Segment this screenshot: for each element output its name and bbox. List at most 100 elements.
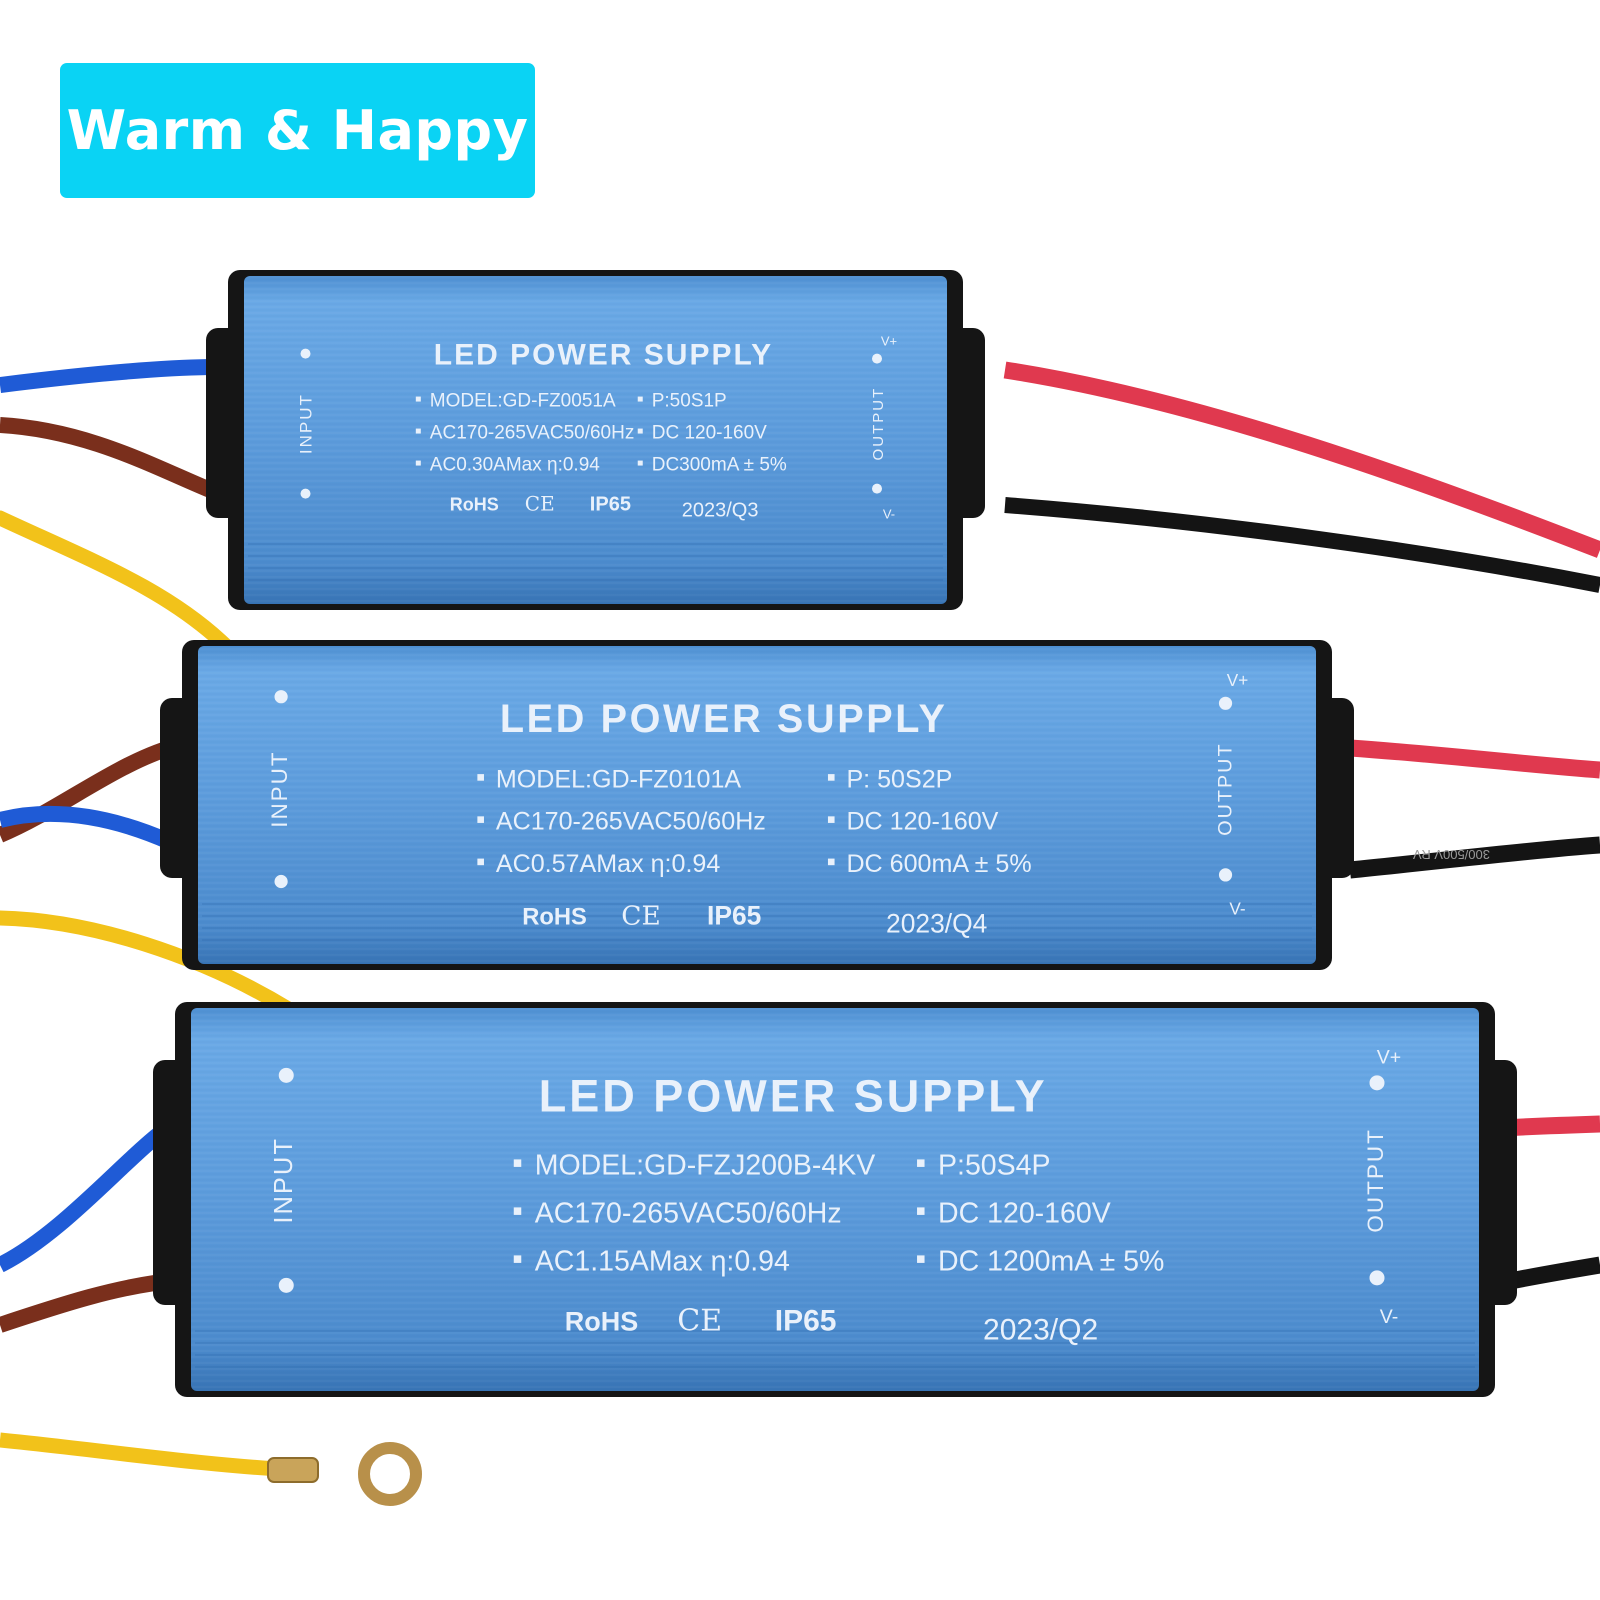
date-code: 2023/Q2 xyxy=(983,1313,1098,1346)
date-code: 2023/Q4 xyxy=(886,909,987,939)
output-label: OUTPUT xyxy=(1215,742,1237,835)
input-spec: AC170-265VAC50/60Hz xyxy=(430,423,635,444)
output-voltage: DC 120-160V xyxy=(938,1197,1111,1229)
driver-2: INPUT OUTPUT V+ V- LED POWER SUPPLY MODEL:GD-… xyxy=(160,640,1354,970)
driver-title: LED POWER SUPPLY xyxy=(539,1070,1048,1121)
v-plus-label: V+ xyxy=(1227,670,1248,690)
blue-wire-middle xyxy=(0,805,174,850)
input-terminal-dot xyxy=(300,488,311,499)
brand-badge: Warm & Happy xyxy=(60,63,535,198)
driver-title: LED POWER SUPPLY xyxy=(434,339,773,372)
v-minus-label: V- xyxy=(883,507,895,522)
input-label: INPUT xyxy=(270,1137,298,1224)
rohs-mark: RoHS xyxy=(565,1306,639,1336)
model: MODEL:GD-FZ0051A xyxy=(430,391,616,412)
current-spec: AC0.30AMax η:0.94 xyxy=(430,455,600,476)
ip65-mark: IP65 xyxy=(590,494,631,516)
spec-bullet xyxy=(917,1255,925,1263)
spec-bullet xyxy=(415,460,421,466)
output-terminal-dot xyxy=(1218,696,1233,710)
blue-wire-top xyxy=(0,359,211,393)
output-current: DC 600mA ± 5% xyxy=(846,850,1031,878)
output-voltage: DC 120-160V xyxy=(652,423,767,444)
output-terminal-dot xyxy=(872,353,882,364)
yellow-wire-middle xyxy=(0,910,298,1018)
spec-bullet xyxy=(513,1255,522,1263)
input-terminal-dot xyxy=(278,1277,294,1293)
input-terminal-dot xyxy=(278,1067,294,1083)
input-label: INPUT xyxy=(267,750,292,827)
cable-print: 300/500V RV xyxy=(1413,847,1490,862)
current-spec: AC1.15AMax η:0.94 xyxy=(535,1245,790,1277)
ip65-mark: IP65 xyxy=(775,1304,837,1337)
wires-layer: 300/500V RV xyxy=(0,359,1600,1506)
input-terminal-dot xyxy=(274,690,288,704)
ce-mark: CE xyxy=(525,492,555,516)
model: MODEL:GD-FZ0101A xyxy=(496,765,742,793)
spec-bullet xyxy=(917,1207,925,1215)
spec-bullet xyxy=(917,1159,925,1167)
spec-bullet xyxy=(477,774,484,781)
rohs-mark: RoHS xyxy=(522,904,587,931)
spec-bullet xyxy=(513,1207,522,1215)
brown-wire-top xyxy=(0,417,218,500)
spec-bullet xyxy=(637,396,643,402)
input-label: INPUT xyxy=(297,393,316,454)
ip65-mark: IP65 xyxy=(707,901,761,931)
model: MODEL:GD-FZJ200B-4KV xyxy=(535,1149,876,1181)
spec-bullet xyxy=(477,858,484,866)
v-minus-label: V- xyxy=(1380,1306,1398,1328)
driver-3: INPUT OUTPUT V+ V- LED POWER SUPPLY MODEL:GD-… xyxy=(153,1002,1517,1397)
spec-bullet xyxy=(513,1159,522,1167)
output-label: OUTPUT xyxy=(870,387,887,461)
spec-bullet xyxy=(827,774,835,781)
brushed-texture xyxy=(198,646,1316,964)
input-terminal-dot xyxy=(300,348,311,359)
date-code: 2023/Q3 xyxy=(682,500,759,522)
ring-terminal-eye xyxy=(358,1442,422,1506)
rohs-mark: RoHS xyxy=(450,495,499,515)
spec-bullet xyxy=(827,816,835,823)
black-wire-top xyxy=(1004,497,1600,593)
spec-bullet xyxy=(637,428,643,434)
spec-bullet xyxy=(415,428,421,434)
red-wire-top xyxy=(1003,361,1600,558)
red-wire-middle xyxy=(1349,739,1600,779)
input-spec: AC170-265VAC50/60Hz xyxy=(496,808,766,836)
brushed-texture xyxy=(191,1008,1479,1391)
spec-bullet xyxy=(415,396,421,402)
v-plus-label: V+ xyxy=(1377,1046,1401,1068)
ring-terminal-crimp xyxy=(267,1457,319,1483)
ce-mark: CE xyxy=(677,1303,722,1338)
output-label: OUTPUT xyxy=(1363,1128,1388,1233)
output-voltage: DC 120-160V xyxy=(846,808,998,836)
yellow-wire-bottom xyxy=(0,1432,296,1478)
output-current: DC300mA ± 5% xyxy=(652,455,787,476)
spec-bullet xyxy=(477,816,484,823)
v-plus-label: V+ xyxy=(881,334,897,349)
yellow-wire-top xyxy=(0,510,238,658)
input-terminal-dot xyxy=(274,874,288,889)
ce-mark: CE xyxy=(621,901,660,932)
input-spec: AC170-265VAC50/60Hz xyxy=(535,1197,842,1229)
spec-bullet xyxy=(637,460,643,466)
spec-bullet xyxy=(827,858,835,866)
driver-title: LED POWER SUPPLY xyxy=(500,697,948,741)
driver-1: INPUT OUTPUT V+ V- LED POWER SUPPLY MODEL:GD-… xyxy=(206,270,985,610)
power-spec: P: 50S2P xyxy=(846,765,952,793)
power-spec: P:50S1P xyxy=(652,391,727,412)
v-minus-label: V- xyxy=(1229,899,1245,919)
output-current: DC 1200mA ± 5% xyxy=(938,1245,1164,1277)
output-terminal-dot xyxy=(872,483,882,494)
black-wire-middle xyxy=(1349,836,1600,879)
power-spec: P:50S4P xyxy=(938,1149,1051,1181)
drivers-layer: INPUT OUTPUT V+ V- LED POWER SUPPLY MODEL:GD-… xyxy=(153,270,1517,1397)
current-spec: AC0.57AMax η:0.94 xyxy=(496,850,720,878)
brand-badge-text: Warm & Happy xyxy=(66,99,529,162)
output-terminal-dot xyxy=(1369,1270,1385,1286)
output-terminal-dot xyxy=(1369,1075,1385,1091)
brown-wire-middle xyxy=(0,737,183,843)
brushed-texture xyxy=(244,276,947,604)
output-terminal-dot xyxy=(1218,868,1233,882)
